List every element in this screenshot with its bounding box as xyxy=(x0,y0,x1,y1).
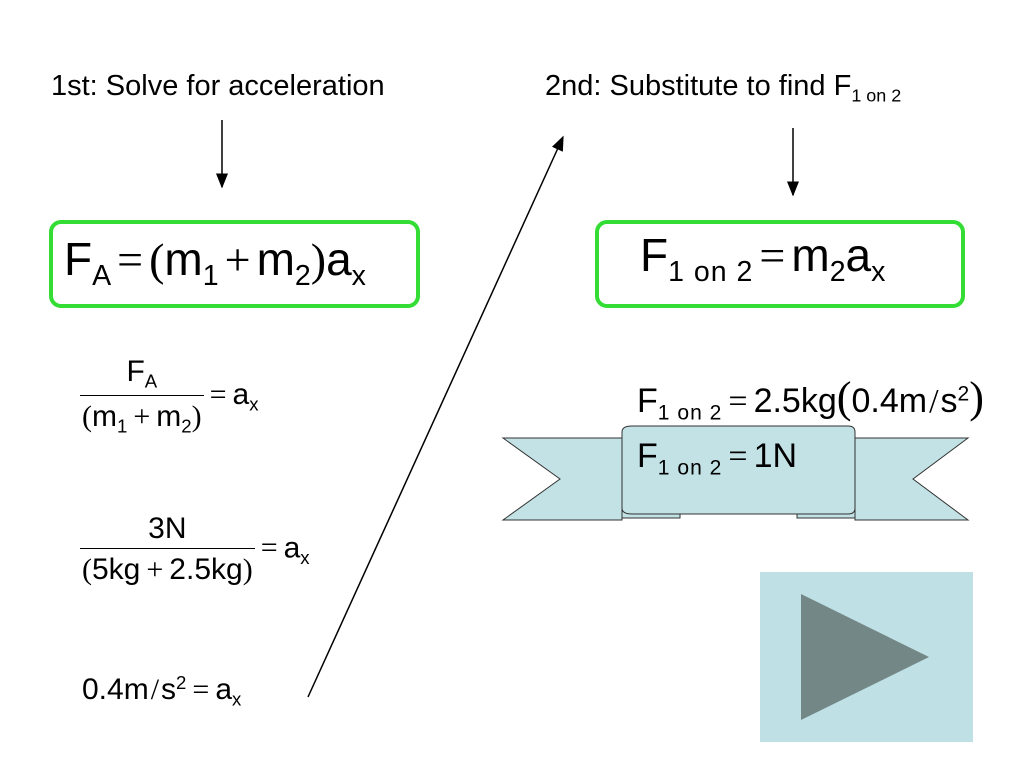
banner-right-tail xyxy=(854,437,970,521)
fraction-symbolic: FA (m1+m2) xyxy=(80,355,204,436)
equation-solve-acceleration: FA (m1+m2) =ax xyxy=(80,355,259,436)
equation-box-left xyxy=(49,220,420,308)
fraction-numeric: 3N (5kg+2.5kg) xyxy=(80,512,255,586)
arrow-diagonal xyxy=(307,135,564,698)
equation-numeric-substitution: 3N (5kg+2.5kg) =ax xyxy=(80,512,310,586)
next-slide-button[interactable] xyxy=(760,572,973,742)
equation-force-1-on-2: F1 on 2=m2ax xyxy=(640,229,886,288)
equation-force-substitution: F1 on 2=2.5kg(0.4m/s2) xyxy=(637,373,984,425)
equation-force-result: F1 on 2=1N xyxy=(637,437,798,480)
banner-left-tail xyxy=(501,437,623,521)
equation-newton-system: FA=(m1+m2)ax xyxy=(64,233,366,292)
result-banner xyxy=(501,425,970,521)
equation-box-right xyxy=(595,220,965,308)
banner-center xyxy=(621,425,856,515)
heading-step-2: 2nd: Substitute to find F1 on 2 xyxy=(545,70,902,106)
play-triangle-icon xyxy=(801,594,929,720)
equation-acceleration-result: 0.4m/s2=ax xyxy=(82,672,242,710)
heading-step-1: 1st: Solve for acceleration xyxy=(51,70,385,102)
